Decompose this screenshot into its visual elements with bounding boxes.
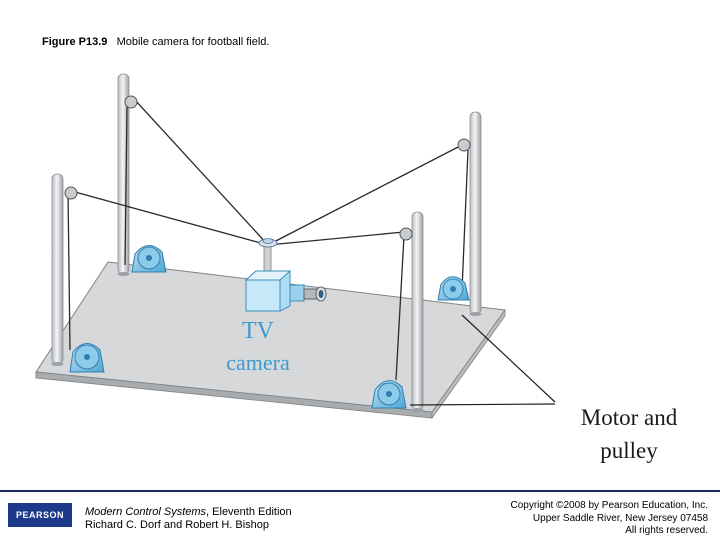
top-pulley-back-left bbox=[124, 95, 138, 109]
motor-label-line2: pulley bbox=[600, 438, 658, 463]
copyright-line-1: Copyright ©2008 by Pearson Education, In… bbox=[510, 500, 709, 511]
book-title: Modern Control Systems bbox=[85, 506, 207, 518]
top-pulley-front-left bbox=[64, 186, 78, 200]
motor-pulley-front-left bbox=[69, 343, 105, 373]
cable-front-left-down bbox=[67, 191, 71, 351]
figure-caption-text: Mobile camera for football field. bbox=[116, 36, 270, 48]
mobile-camera-diagram: TV camera Motor and pulley bbox=[35, 73, 678, 463]
figure-caption-label: Figure P13.9 bbox=[42, 36, 108, 48]
pearson-logo: PEARSON bbox=[8, 503, 72, 527]
tv-label: TV bbox=[242, 318, 275, 344]
support-cables bbox=[67, 97, 469, 381]
pole-back-right bbox=[469, 111, 482, 316]
cable-back-left-to-camera bbox=[134, 99, 269, 246]
figure-caption: Figure P13.9 Mobile camera for football … bbox=[42, 36, 269, 48]
top-pulley-back-right bbox=[457, 138, 471, 152]
book-edition: , Eleventh Edition bbox=[206, 506, 292, 518]
cable-front-right-to-camera bbox=[267, 231, 405, 246]
copyright-line-2: Upper Saddle River, New Jersey 07458 bbox=[532, 512, 708, 524]
motor-leader-lines bbox=[409, 314, 556, 406]
tv-camera bbox=[244, 238, 327, 312]
copyright-line-3: All rights reserved. bbox=[625, 525, 708, 536]
book-authors: Richard C. Dorf and Robert H. Bishop bbox=[85, 519, 270, 531]
cable-back-right-down bbox=[461, 149, 469, 291]
pole-front-left bbox=[51, 173, 64, 366]
camera-label: camera bbox=[226, 350, 290, 375]
motor-pulley-front-right bbox=[371, 380, 407, 409]
motor-pulley-back-right bbox=[437, 276, 470, 301]
cable-back-right-to-camera bbox=[267, 144, 463, 246]
motor-pulley-back-left bbox=[131, 245, 167, 273]
pole-front-right bbox=[411, 211, 424, 412]
motor-label-line1: Motor and bbox=[581, 405, 678, 430]
top-pulley-front-right bbox=[399, 227, 413, 241]
board-side-edge bbox=[431, 308, 506, 420]
book-info: Modern Control Systems, Eleventh Edition… bbox=[85, 506, 292, 532]
cable-front-right-down bbox=[395, 235, 405, 381]
copyright-notice: Copyright ©2008 by Pearson Education, In… bbox=[511, 500, 709, 538]
footer-divider bbox=[0, 490, 720, 492]
cable-front-left-to-camera bbox=[74, 191, 269, 246]
